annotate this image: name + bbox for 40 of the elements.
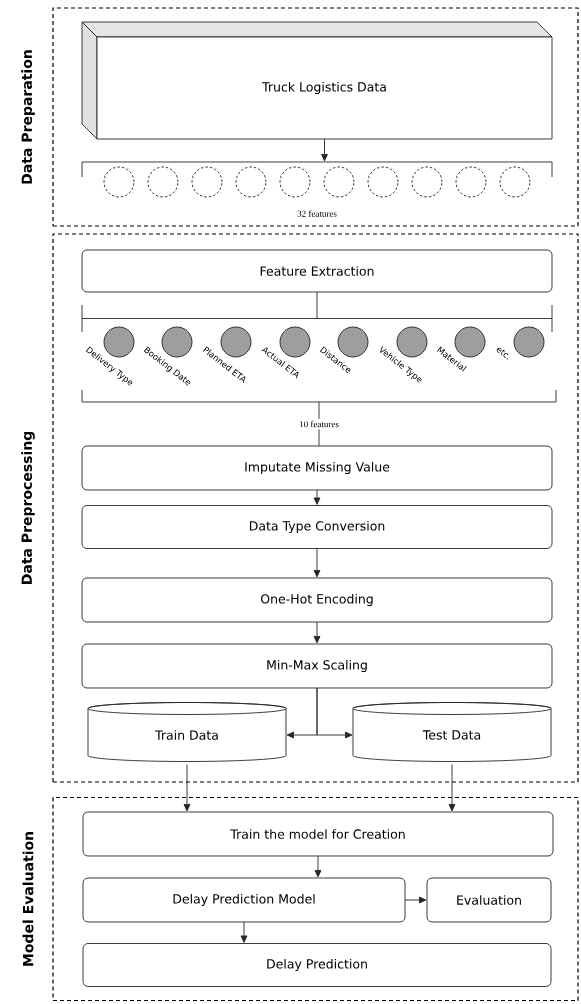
bracket xyxy=(81,389,557,403)
arrow xyxy=(314,855,322,878)
bracket: 32 features xyxy=(81,161,553,217)
arrow xyxy=(240,921,248,943)
arrow xyxy=(313,489,321,505)
data-block: Truck Logistics Data xyxy=(81,21,553,140)
group-title: Data Preprocessing xyxy=(21,431,35,584)
process-box: One-Hot Encoding xyxy=(81,577,553,623)
database-cylinder: Train Data xyxy=(87,702,287,762)
process-box: Data Type Conversion xyxy=(81,505,553,549)
arrow xyxy=(313,621,321,644)
process-box: Train the model for Creation xyxy=(82,811,554,857)
feature-circle xyxy=(279,166,311,198)
process-box: Imputate Missing Value xyxy=(81,445,553,491)
feature-circle xyxy=(411,166,443,198)
process-box: Min-Max Scaling xyxy=(81,643,553,689)
process-box: Delay Prediction Model xyxy=(82,877,406,923)
database-cylinder: Test Data xyxy=(352,702,552,762)
arrow xyxy=(183,764,191,812)
arrow xyxy=(321,138,328,162)
bracket xyxy=(81,304,553,333)
feature-circle xyxy=(367,166,399,198)
process-box: Evaluation xyxy=(426,877,552,923)
arrow xyxy=(404,896,427,904)
feature-circle xyxy=(235,166,267,198)
edge-label: 10 features xyxy=(297,418,341,430)
arrow xyxy=(316,687,353,739)
feature-circle xyxy=(103,166,135,198)
process-box: Delay Prediction xyxy=(82,943,552,987)
arrow xyxy=(448,764,456,812)
feature-circle xyxy=(191,166,223,198)
feature-circle xyxy=(147,166,179,198)
feature-circle xyxy=(455,166,487,198)
feature-circle xyxy=(499,166,531,198)
feature-circle xyxy=(323,166,355,198)
group-title: Model Evaluation xyxy=(22,832,34,966)
group-title: Data Preparation xyxy=(21,50,35,184)
feature-label: etc. xyxy=(496,347,509,360)
process-box: Feature Extraction xyxy=(81,249,553,293)
arrow xyxy=(313,548,321,578)
